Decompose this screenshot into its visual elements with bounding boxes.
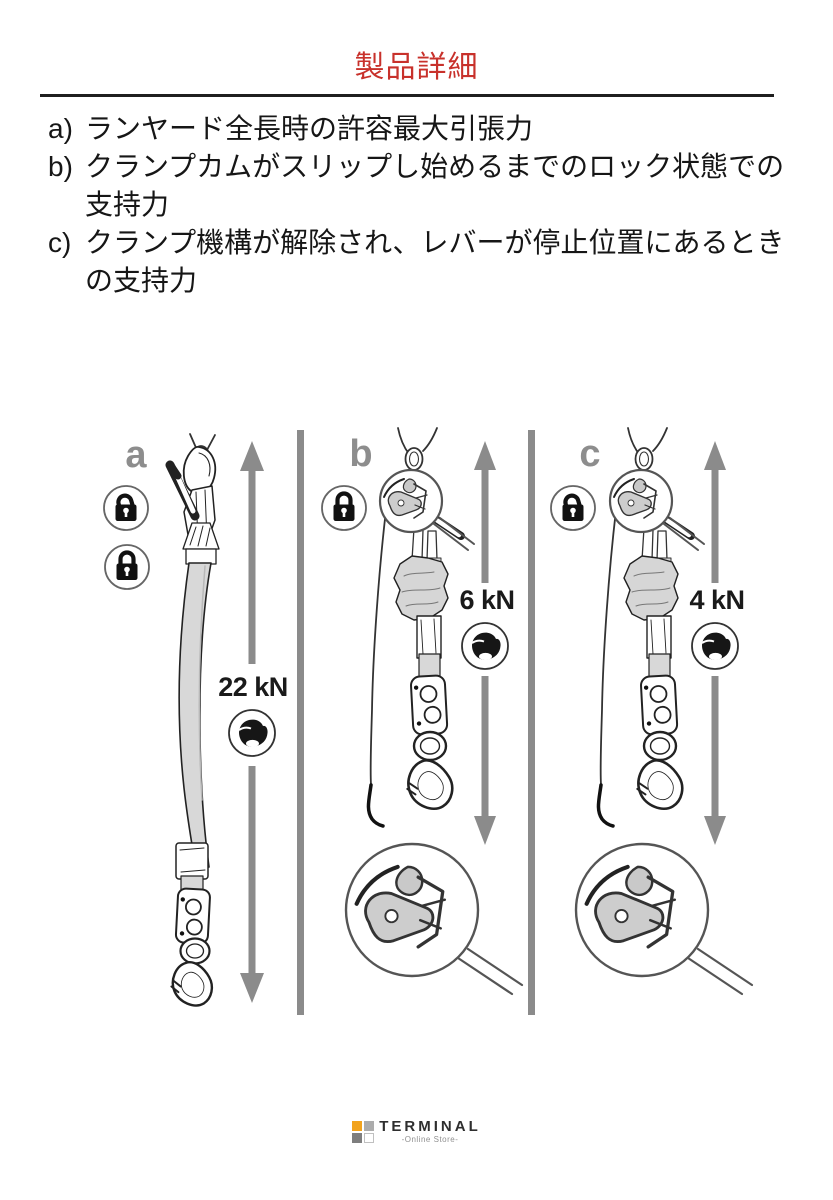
note-text: クランプ機構が解除され、レバーが停止位置にあるとき [85,227,785,258]
panel-c: c 4 kN [551,428,752,994]
lanyard-illustration-c [576,428,752,994]
note-item-a: a) ランヤード全長時の許容最大引張力 [48,110,819,148]
lanyard-illustration-a [165,433,220,1007]
tension-arrow-a [240,441,264,1003]
panel-label-a: a [125,434,147,476]
unlocked-padlock-icon [104,486,148,530]
brand-logo: TERMINAL -Online Store- [0,1119,833,1144]
panel-divider [297,430,304,1015]
panel-b: b [322,427,524,996]
lanyard-illustration-b [344,427,524,996]
muscle-strength-icon [461,622,509,670]
locked-padlock-icon [105,545,149,589]
force-value-c: 4 kN [689,585,744,615]
lanyard-strength-diagram: a [0,425,833,1015]
tension-arrow-c [704,441,726,845]
panel-label-b: b [349,433,372,475]
note-text: クランプカムがスリップし始めるまでのロック状態での [85,151,785,182]
terminal-grid-icon [352,1120,375,1143]
panel-label-c: c [579,433,600,475]
unlocked-padlock-icon [551,486,595,530]
tension-arrow-b [474,441,496,845]
note-marker: b) [48,151,73,182]
note-item-c: c) クランプ機構が解除され、レバーが停止位置にあるとき の支持力 [48,224,819,300]
panel-divider [528,430,535,1015]
brand-name: TERMINAL [379,1118,481,1135]
note-text: の支持力 [85,265,198,296]
force-value-b: 6 kN [459,585,514,615]
notes-list: a) ランヤード全長時の許容最大引張力 b) クランプカムがスリップし始めるまで… [48,110,819,300]
brand-subtitle: -Online Store- [401,1135,459,1144]
note-marker: c) [48,227,72,258]
locked-padlock-icon [322,486,366,530]
force-value-a: 22 kN [218,672,288,702]
panel-a: a [104,433,288,1007]
muscle-strength-icon [228,709,276,757]
note-item-b: b) クランプカムがスリップし始めるまでのロック状態での 支持力 [48,148,819,224]
note-marker: a) [48,113,73,144]
muscle-strength-icon [691,622,739,670]
page-title: 製品詳細 [354,51,479,84]
note-text: 支持力 [85,189,170,220]
note-text: ランヤード全長時の許容最大引張力 [85,113,534,144]
title-underline [40,94,774,97]
